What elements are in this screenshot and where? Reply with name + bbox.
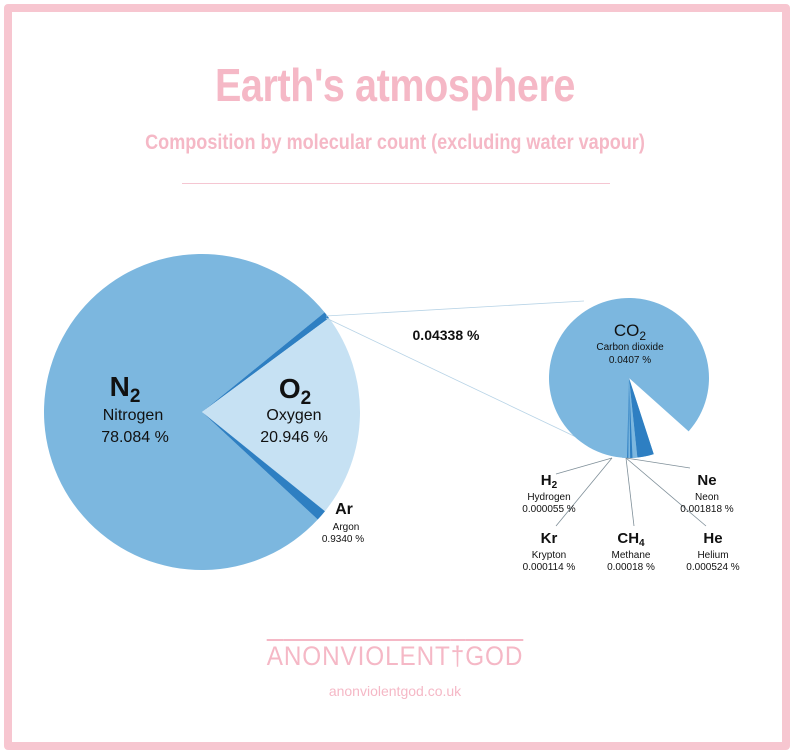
leader-hydrogen: [555, 457, 613, 475]
co2-name: Carbon dioxide: [596, 342, 664, 353]
hydrogen-value: 0.000055 %: [522, 504, 575, 515]
hydrogen-name: Hydrogen: [527, 492, 570, 503]
helium-name: Helium: [697, 550, 728, 561]
zoom-line-bottom: [325, 317, 577, 438]
argon-value: 0.9340 %: [322, 534, 364, 545]
slice-oxygen: [202, 318, 360, 512]
leader-neon: [625, 457, 691, 469]
leader-krypton: [555, 457, 613, 527]
neon-formula: Ne: [697, 472, 716, 489]
co2-formula: CO2: [614, 321, 647, 343]
nitrogen-name: Nitrogen: [103, 407, 163, 424]
oxygen-value: 20.946 %: [260, 429, 328, 446]
methane-name: Methane: [612, 550, 651, 561]
methane-value: 0.00018 %: [607, 562, 655, 573]
co2-value: 0.0407 %: [609, 355, 651, 366]
oxygen-name: Oxygen: [266, 407, 321, 424]
nitrogen-value: 78.084 %: [101, 429, 169, 446]
neon-value: 0.001818 %: [680, 504, 733, 515]
krypton-name: Krypton: [532, 550, 566, 561]
slice-nitrogen: [43, 254, 325, 570]
website-url: anonviolentgod.co.uk: [328, 683, 462, 699]
chart-subtitle: Composition by molecular count (excludin…: [145, 131, 645, 154]
slice-methane: [629, 378, 633, 458]
slice-neon: [629, 378, 654, 458]
slice-argon: [202, 412, 325, 520]
brand-word-nonviolent: NONVIOLENT: [283, 641, 451, 671]
slice-krypton: [628, 378, 631, 458]
leader-helium: [625, 457, 707, 527]
hydrogen-formula: H2: [541, 472, 558, 491]
argon-formula: Ar: [335, 501, 353, 518]
argon-name: Argon: [333, 522, 360, 533]
slice-hydrogen: [627, 378, 629, 458]
krypton-value: 0.000114 %: [523, 562, 576, 573]
cross-icon: †: [450, 641, 466, 671]
krypton-formula: Kr: [541, 530, 558, 547]
slice-helium: [629, 378, 638, 458]
helium-formula: He: [703, 530, 722, 547]
neon-name: Neon: [695, 492, 719, 503]
methane-formula: CH4: [617, 530, 645, 549]
zoom-line-top: [325, 300, 585, 317]
title-divider: [182, 183, 610, 184]
brand-letter-a: A: [266, 641, 284, 671]
trace-gases-value: 0.04338 %: [413, 327, 480, 343]
brand-logo: ANONVIOLENT†GOD: [40, 641, 751, 672]
brand-word-god: GOD: [465, 641, 524, 671]
slice-trace-gases: [202, 312, 330, 412]
helium-value: 0.000524 %: [686, 562, 739, 573]
chart-title: Earth's atmosphere: [214, 59, 576, 111]
leader-methane: [625, 457, 635, 527]
